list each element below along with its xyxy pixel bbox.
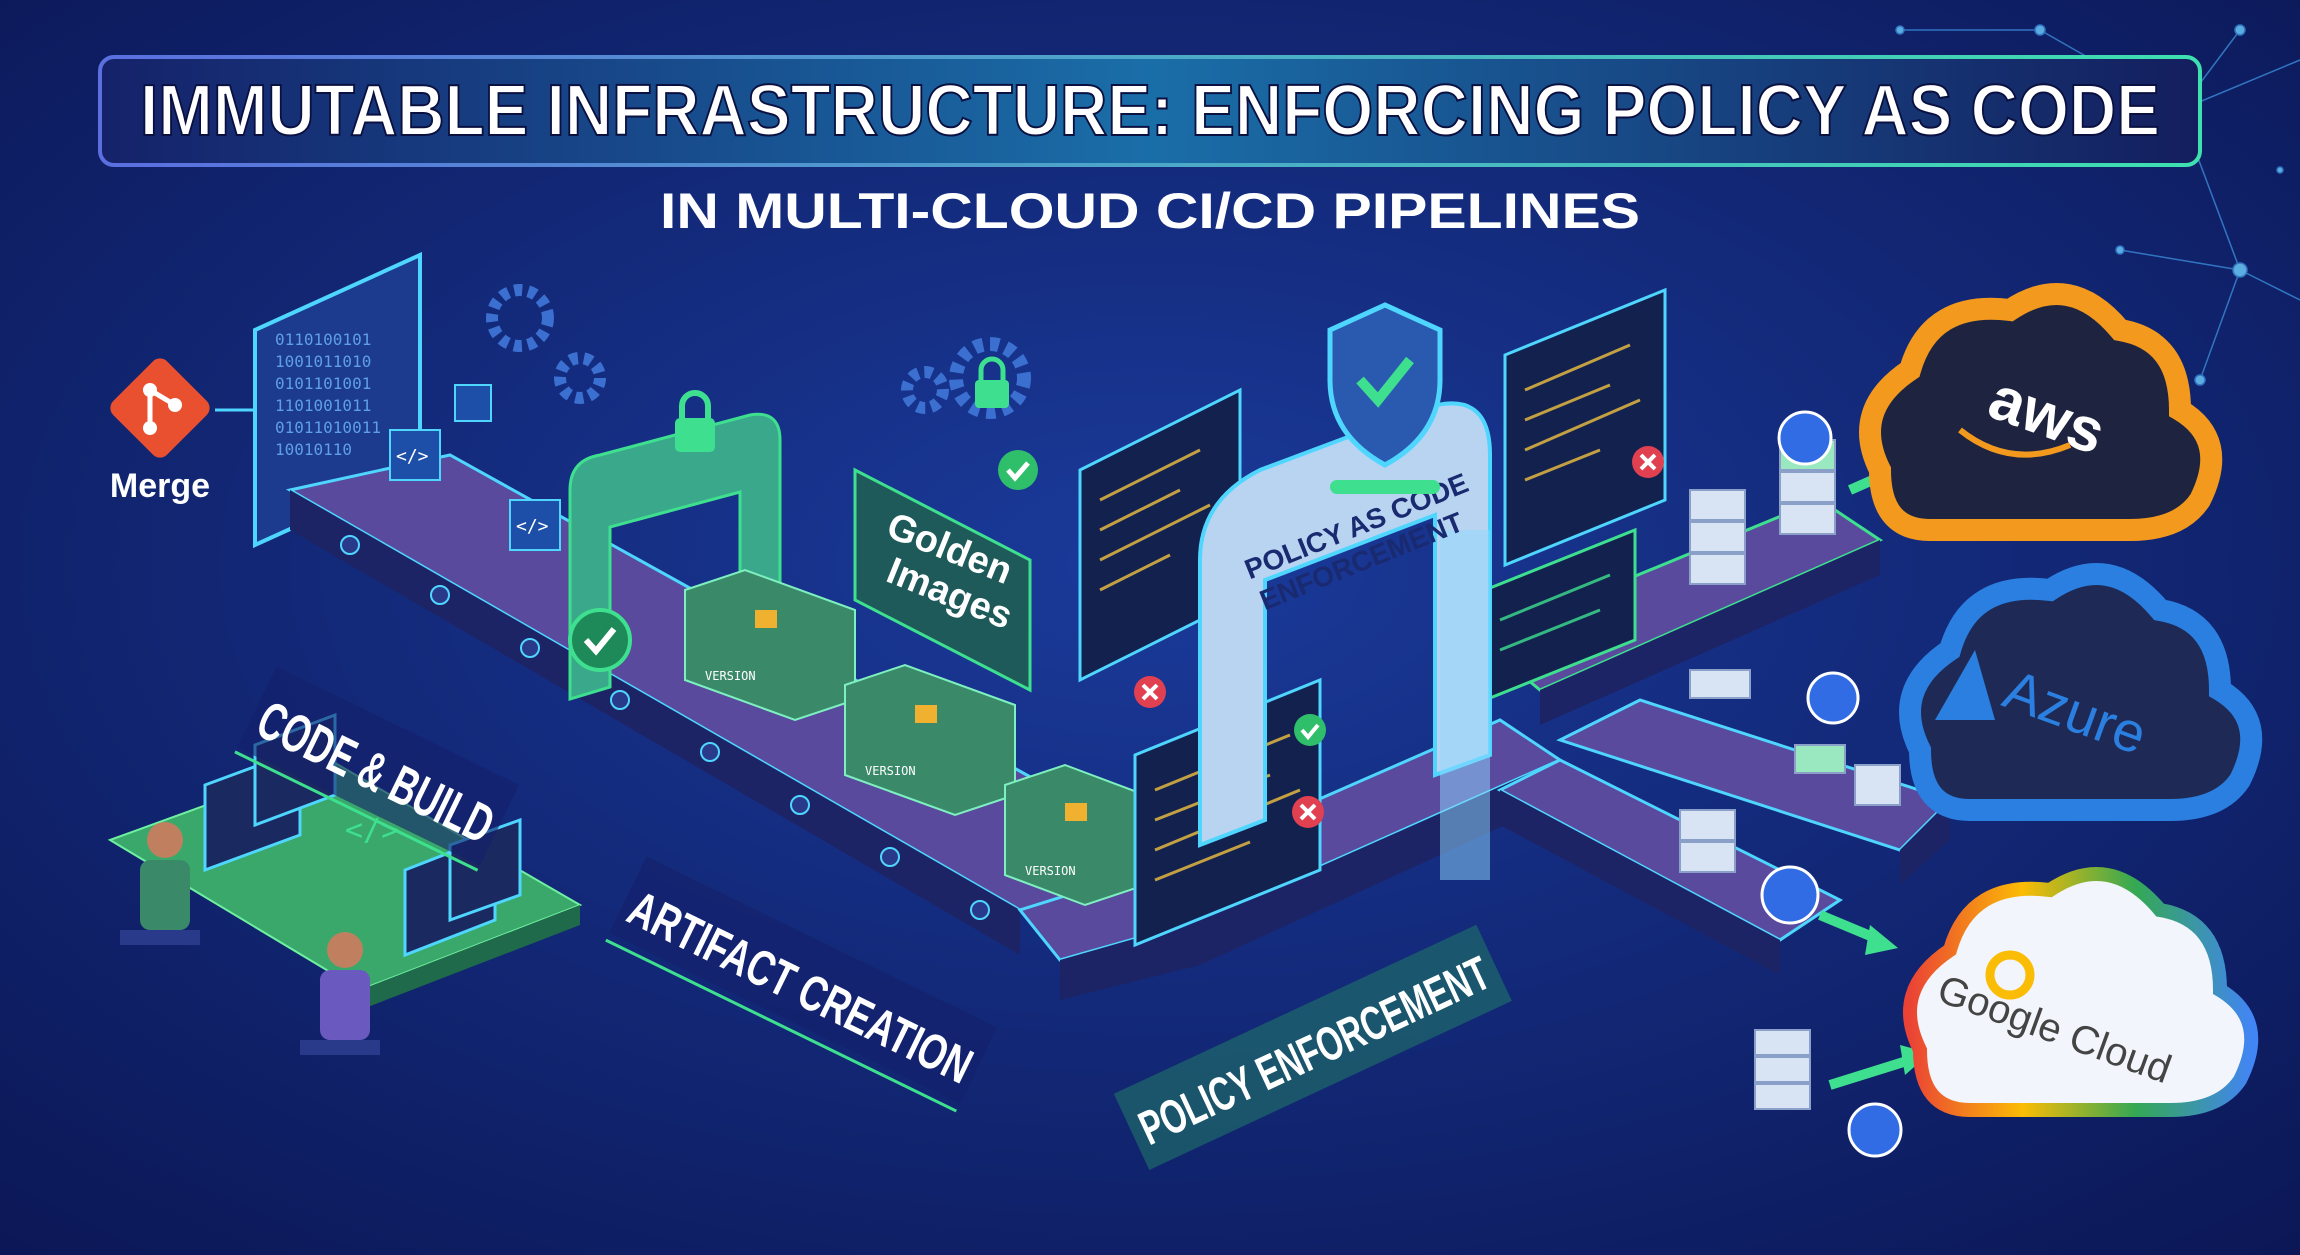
svg-text:0101101001: 0101101001 xyxy=(275,374,371,393)
code-window xyxy=(1503,287,1667,568)
check-icon xyxy=(1294,714,1326,746)
svg-text:VERSION: VERSION xyxy=(1025,864,1076,878)
svg-text:1001011010: 1001011010 xyxy=(275,352,371,371)
shield-check-icon xyxy=(1327,302,1443,494)
google-cloud: Google Cloud xyxy=(1903,867,2259,1117)
svg-text:</>: </> xyxy=(396,446,429,467)
artifact-containers: VERSION VERSION VERSION xyxy=(684,568,1146,907)
cross-icon xyxy=(1134,676,1166,708)
svg-text:VERSION: VERSION xyxy=(865,764,916,778)
cross-icon xyxy=(1632,446,1664,478)
aws-cloud: aws xyxy=(1859,283,2223,541)
server-icon xyxy=(1679,439,1901,1110)
merge-label: Merge xyxy=(110,467,210,505)
svg-text:01011010011: 01011010011 xyxy=(275,418,381,437)
kubernetes-icon xyxy=(1760,410,1903,1158)
page-subtitle: IN MULTI-CLOUD CI/CD PIPELINES xyxy=(660,183,1640,239)
developer-icon xyxy=(300,932,380,1055)
container: VERSION xyxy=(844,663,1016,817)
azure-cloud: Azure xyxy=(1899,563,2263,821)
check-icon xyxy=(998,450,1038,490)
lock-icon xyxy=(975,356,1009,408)
svg-text:1101001011: 1101001011 xyxy=(275,396,371,415)
page-title: IMMUTABLE INFRASTRUCTURE: ENFORCING POLI… xyxy=(140,71,2160,151)
cross-icon xyxy=(1292,796,1324,828)
svg-text:</>: </> xyxy=(516,516,549,537)
git-merge-icon xyxy=(110,358,210,458)
svg-text:VERSION: VERSION xyxy=(705,669,756,683)
code-tag-icons: </> </> xyxy=(389,384,561,551)
svg-text:0110100101: 0110100101 xyxy=(275,330,371,349)
lock-gate xyxy=(568,390,782,702)
svg-text:10010110: 10010110 xyxy=(275,440,352,459)
conveyor-belt-google xyxy=(1496,758,1843,975)
developer-icon xyxy=(120,822,200,945)
gear-icon xyxy=(949,337,1031,419)
title-banner: IMMUTABLE INFRASTRUCTURE: ENFORCING POLI… xyxy=(98,55,2202,167)
gear-icon xyxy=(486,284,949,414)
